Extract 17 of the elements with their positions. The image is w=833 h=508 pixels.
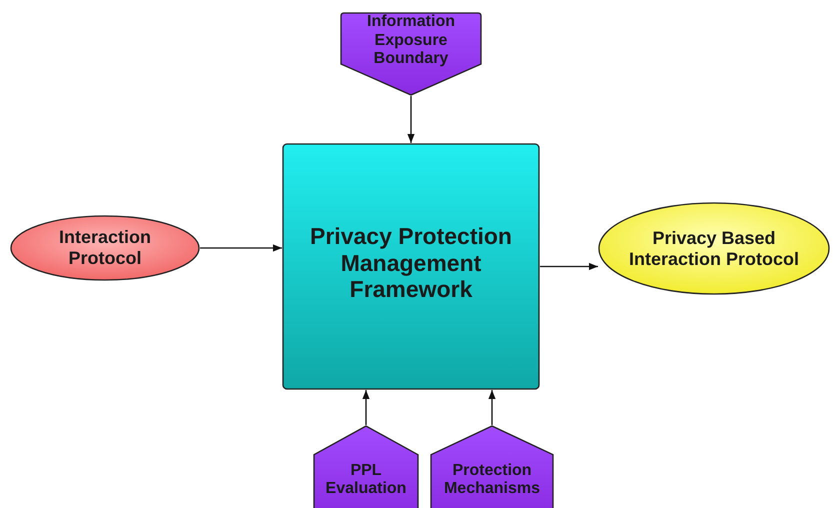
input-ellipse: [10, 215, 200, 281]
arrow: [362, 390, 370, 425]
node-label: Privacy Protection Management Framework: [309, 222, 513, 304]
node-label: Protection Mechanisms: [442, 460, 542, 499]
arrow: [488, 390, 496, 425]
arrow: [200, 244, 282, 252]
node-label: Interaction Protocol: [58, 226, 152, 270]
boundary-pentagon: [340, 12, 482, 96]
arrow: [407, 96, 415, 143]
arrow: [540, 262, 598, 270]
framework-box: [282, 143, 540, 390]
node-label: Privacy Based Interaction Protocol: [628, 226, 800, 270]
mechanism-pentagon: [313, 425, 419, 508]
node-label: PPL Evaluation: [324, 460, 408, 499]
output-ellipse: [598, 202, 830, 295]
node-label: Information Exposure Boundary: [366, 12, 456, 70]
mechanism-pentagon: [430, 425, 554, 508]
